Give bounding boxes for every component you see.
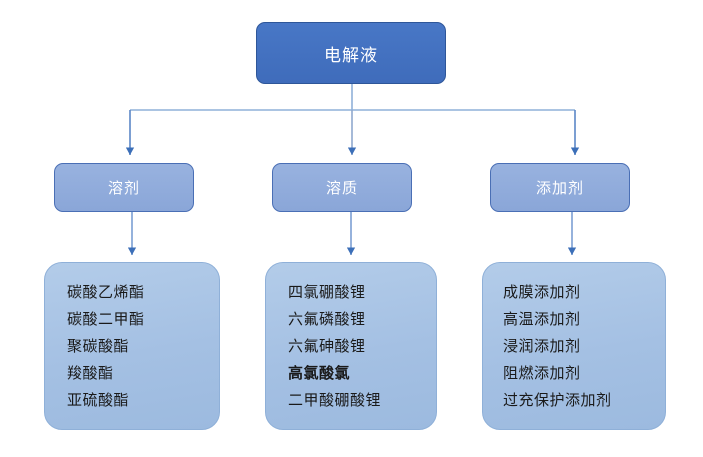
node-branch-solute[interactable]: 溶质: [272, 163, 412, 212]
list-item: 羧酸酯: [67, 365, 114, 382]
node-leaf-solute-list[interactable]: 四氯硼酸锂 六氟磷酸锂 六氟砷酸锂 高氯酸氯 二甲酸硼酸锂: [265, 262, 437, 430]
leaf-list-solvent: 碳酸乙烯酯 碳酸二甲酯 聚碳酸酯 羧酸酯 亚硫酸酯: [45, 279, 219, 414]
node-leaf-additive-list[interactable]: 成膜添加剂 高温添加剂 浸润添加剂 阻燃添加剂 过充保护添加剂: [482, 262, 666, 430]
list-item: 六氟磷酸锂: [288, 311, 366, 328]
list-item: 聚碳酸酯: [67, 338, 130, 355]
list-item: 浸润添加剂: [503, 338, 581, 355]
node-root-label: 电解液: [324, 45, 378, 65]
node-branch-solvent-label: 溶剂: [107, 180, 140, 197]
node-branch-additive[interactable]: 添加剂: [490, 163, 630, 212]
list-item: 二甲酸硼酸锂: [288, 392, 382, 409]
list-item: 阻燃添加剂: [503, 365, 581, 382]
leaf-list-solute: 四氯硼酸锂 六氟磷酸锂 六氟砷酸锂 高氯酸氯 二甲酸硼酸锂: [266, 279, 436, 414]
node-leaf-solvent-list[interactable]: 碳酸乙烯酯 碳酸二甲酯 聚碳酸酯 羧酸酯 亚硫酸酯: [44, 262, 220, 430]
list-item: 高温添加剂: [503, 311, 581, 328]
list-item: 六氟砷酸锂: [288, 338, 366, 355]
node-branch-additive-label: 添加剂: [535, 180, 584, 197]
list-item: 高氯酸氯: [288, 365, 351, 382]
list-item: 亚硫酸酯: [67, 392, 130, 409]
list-item: 碳酸乙烯酯: [67, 284, 145, 301]
node-branch-solute-label: 溶质: [325, 180, 358, 197]
list-item: 四氯硼酸锂: [288, 284, 366, 301]
leaf-list-additive: 成膜添加剂 高温添加剂 浸润添加剂 阻燃添加剂 过充保护添加剂: [483, 279, 665, 414]
node-root-electrolyte[interactable]: 电解液: [256, 22, 446, 84]
node-branch-solvent[interactable]: 溶剂: [54, 163, 194, 212]
list-item: 过充保护添加剂: [503, 392, 612, 409]
list-item: 碳酸二甲酯: [67, 311, 145, 328]
list-item: 成膜添加剂: [503, 284, 581, 301]
